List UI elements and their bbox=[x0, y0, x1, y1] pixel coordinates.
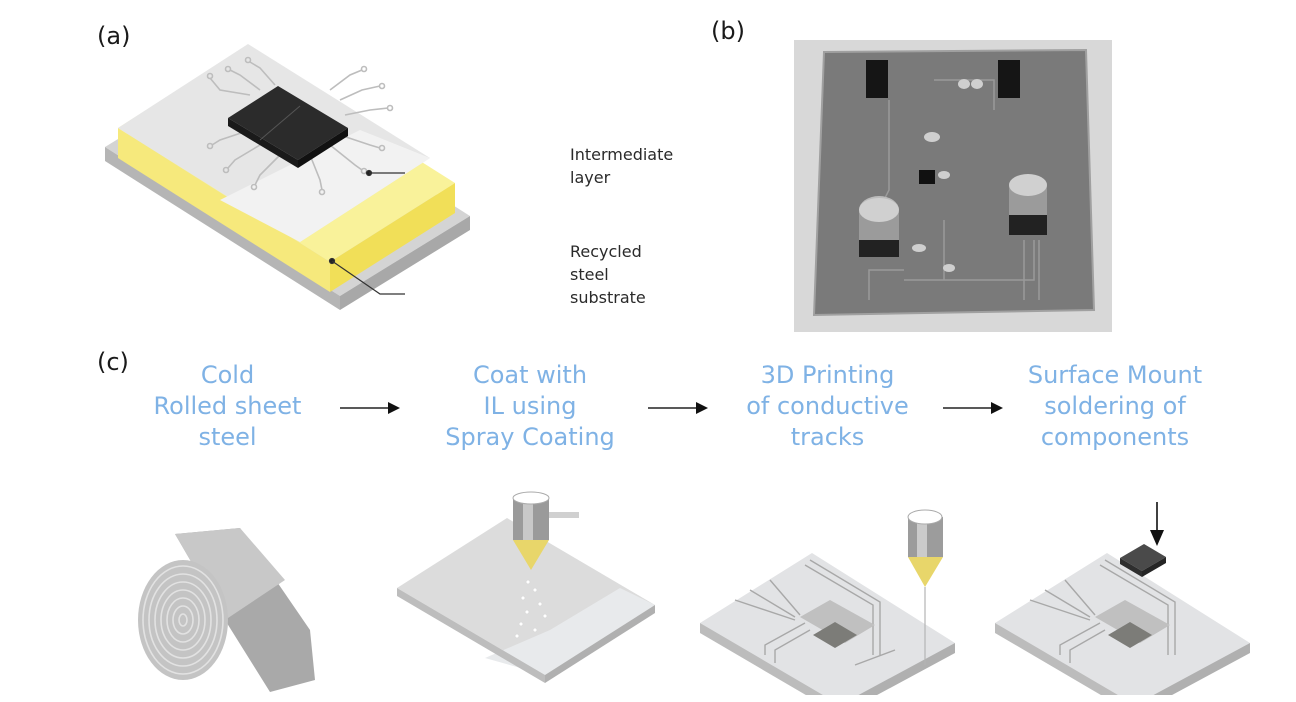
step-4-label: Surface Mount soldering of components bbox=[1005, 360, 1225, 453]
step-label-line: Spray Coating bbox=[445, 423, 615, 451]
arrow-down-icon bbox=[1150, 502, 1164, 546]
arrow-right-icon bbox=[340, 402, 400, 414]
track-printing-illustration bbox=[700, 509, 955, 695]
circuit-traces bbox=[206, 56, 394, 196]
ic-chip bbox=[228, 86, 348, 168]
step-label-line: Surface Mount bbox=[1027, 361, 1203, 389]
step-label-line: Rolled sheet bbox=[153, 392, 302, 420]
step-label-line: Cold bbox=[200, 361, 255, 389]
spray-nozzle bbox=[512, 491, 579, 570]
callout-recycled-steel-substrate: Recycled steel substrate bbox=[570, 240, 646, 309]
capacitor-left bbox=[859, 196, 899, 257]
pin-header-left bbox=[866, 60, 888, 98]
step-label-line: IL using bbox=[483, 392, 577, 420]
step-label-line: components bbox=[1040, 423, 1190, 451]
arrow-right-icon bbox=[943, 402, 1003, 414]
callout-line: substrate bbox=[570, 288, 646, 307]
arrow-right-icon bbox=[648, 402, 708, 414]
panel-label-b: (b) bbox=[711, 17, 745, 45]
callout-line: Recycled bbox=[570, 242, 642, 261]
layered-board-illustration bbox=[105, 44, 470, 310]
pcb-photograph bbox=[794, 40, 1112, 332]
ic-package bbox=[919, 170, 935, 184]
callout-intermediate-layer: Intermediate layer bbox=[570, 143, 673, 189]
smd-component bbox=[1120, 544, 1166, 577]
step-label-line: 3D Printing bbox=[760, 361, 895, 389]
pin-header-right bbox=[998, 60, 1020, 98]
step-1-label: Cold Rolled sheet steel bbox=[130, 360, 325, 453]
print-nozzle bbox=[907, 509, 943, 665]
callout-line: Intermediate bbox=[570, 145, 674, 164]
capacitor-right bbox=[1009, 174, 1047, 235]
spray-coating-illustration bbox=[397, 491, 655, 683]
smd-soldering-illustration bbox=[995, 502, 1250, 695]
panel-label-c: (c) bbox=[97, 348, 129, 376]
step-label-line: Coat with bbox=[472, 361, 588, 389]
callout-line: steel bbox=[570, 265, 609, 284]
step-label-line: of conductive bbox=[746, 392, 909, 420]
step-label-line: tracks bbox=[790, 423, 865, 451]
step-label-line: soldering of bbox=[1044, 392, 1186, 420]
spray-droplets bbox=[514, 579, 548, 639]
steel-coil-illustration bbox=[138, 528, 315, 692]
panel-label-a: (a) bbox=[97, 22, 131, 50]
callout-lines bbox=[328, 169, 405, 295]
step-2-label: Coat with IL using Spray Coating bbox=[420, 360, 640, 453]
callout-line: layer bbox=[570, 168, 611, 187]
step-label-line: steel bbox=[198, 423, 257, 451]
step-3-label: 3D Printing of conductive tracks bbox=[720, 360, 935, 453]
